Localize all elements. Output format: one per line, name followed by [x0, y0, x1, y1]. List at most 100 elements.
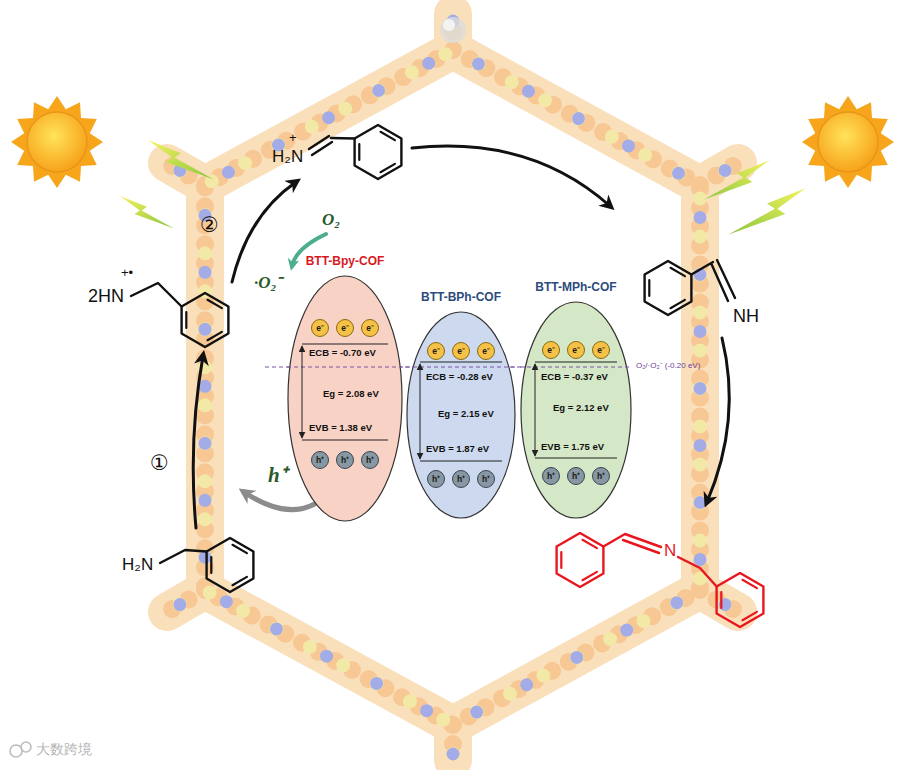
- hole-circle: h⁺: [542, 467, 560, 485]
- sun-disc: [27, 112, 87, 172]
- framework-atom: [443, 19, 455, 31]
- watermark-logo: [10, 742, 31, 757]
- charge-label: h⁺: [478, 471, 494, 487]
- sun-rays: [11, 96, 103, 188]
- band-value: ECB = -0.70 eV: [309, 348, 376, 359]
- charge-label: h⁺: [312, 452, 328, 468]
- text-label: H₂N: [272, 148, 303, 167]
- charge-label: h⁺: [337, 452, 353, 468]
- benzene-ring: [207, 538, 254, 592]
- bond: [131, 283, 182, 307]
- band-value: Eg = 2.08 eV: [323, 389, 379, 400]
- text-label: ①: [150, 452, 169, 475]
- sun-icon: [11, 96, 103, 188]
- lightning-bolt: [120, 196, 174, 228]
- lightning-bolt: [148, 140, 214, 180]
- charge-label: h⁺: [362, 452, 378, 468]
- band-value: Eg = 2.15 eV: [438, 409, 494, 420]
- hole-circle: h⁺: [452, 470, 470, 488]
- ellipse-shape: [407, 312, 515, 518]
- hole-circle: h⁺: [427, 470, 445, 488]
- ellipse-shape: [521, 302, 631, 518]
- gap-arrow: [535, 364, 536, 456]
- text-label: NH: [733, 307, 759, 327]
- charge-label: e⁻: [543, 342, 559, 358]
- benzene-ring: [557, 533, 604, 587]
- gap-arrow: [302, 346, 303, 438]
- band-edge: [535, 362, 617, 363]
- reaction-arrows: [193, 146, 729, 528]
- bond: [160, 550, 207, 563]
- charge-label: e⁻: [428, 343, 444, 359]
- electron-circle: e⁻: [592, 341, 610, 359]
- sun-disc: [818, 112, 878, 172]
- ellipse-shape: [288, 276, 402, 521]
- hole-circle: h⁺: [592, 467, 610, 485]
- bond: [691, 260, 735, 301]
- bond: [603, 534, 716, 587]
- framework-atom: [440, 17, 466, 43]
- band-edge: [535, 458, 617, 459]
- reaction-arrow: [193, 356, 203, 528]
- charge-label: e⁻: [337, 320, 353, 336]
- sun-rays: [802, 96, 894, 188]
- charge-label: h⁺: [593, 468, 609, 484]
- charge-label: e⁻: [362, 320, 378, 336]
- lightning-bolt: [728, 188, 806, 235]
- text-label: H₂N: [122, 556, 153, 575]
- band-value: EVB = 1.87 eV: [426, 444, 489, 455]
- framework-atoms: [167, 14, 738, 760]
- potential-line: [287, 367, 403, 368]
- electron-circle: e⁻: [567, 341, 585, 359]
- text-label: N: [664, 542, 676, 561]
- lightning-bolt: [704, 160, 770, 200]
- potential-line: [520, 367, 632, 368]
- band-ellipse: BTT-Bpy-COF ECB = -0.70 eV Eg = 2.08 eV EVB…: [287, 255, 403, 522]
- framework-atoms: [167, 14, 738, 760]
- potential-line: [406, 367, 516, 368]
- molecules: [131, 125, 735, 592]
- band-edge: [420, 461, 502, 462]
- text-label: h⁺: [268, 464, 287, 487]
- band-value: ECB = -0.28 eV: [426, 372, 493, 383]
- band-value: Eg = 2.12 eV: [553, 403, 609, 414]
- charge-label: h⁺: [428, 471, 444, 487]
- framework-band: [167, 14, 738, 760]
- charge-label: h⁺: [453, 471, 469, 487]
- electron-circle: e⁻: [542, 341, 560, 359]
- product-molecule: [557, 533, 764, 627]
- charge-label: e⁻: [312, 320, 328, 336]
- text-label: ·O₂⁻: [254, 274, 282, 293]
- benzene-ring: [182, 293, 229, 347]
- hole-circle: h⁺: [567, 467, 585, 485]
- hole-circle: h⁺: [361, 451, 379, 469]
- logo-ring: [21, 742, 31, 752]
- electron-circle: e⁻: [361, 319, 379, 337]
- sun-icon: [802, 96, 894, 188]
- reaction-arrow: [412, 146, 610, 206]
- benzene-ring: [645, 261, 692, 315]
- text-label: 2HN: [88, 287, 124, 307]
- benzene-ring: [355, 125, 402, 179]
- electron-circle: e⁻: [311, 319, 329, 337]
- electron-circle: e⁻: [336, 319, 354, 337]
- material-name: BTT-Bpy-COF: [287, 255, 403, 269]
- band-value: ECB = -0.37 eV: [541, 372, 608, 383]
- cof-framework: [167, 14, 738, 760]
- text-label: O₂/·O₂⁻ (-0.20 eV): [636, 362, 700, 371]
- band-value: EVB = 1.38 eV: [309, 423, 372, 434]
- material-name: BTT-MPh-COF: [520, 281, 632, 295]
- charge-label: e⁻: [568, 342, 584, 358]
- reaction-arrow: [232, 182, 296, 282]
- benzene-ring: [717, 573, 764, 627]
- logo-ring: [10, 745, 22, 757]
- charge-label: e⁻: [593, 342, 609, 358]
- bond: [309, 136, 355, 155]
- band-edge: [420, 362, 502, 363]
- electron-circle: e⁻: [427, 342, 445, 360]
- hole-circle: h⁺: [311, 451, 329, 469]
- charge-label: h⁺: [568, 468, 584, 484]
- reaction-arrow: [707, 338, 729, 502]
- material-name: BTT-BPh-COF: [406, 291, 516, 305]
